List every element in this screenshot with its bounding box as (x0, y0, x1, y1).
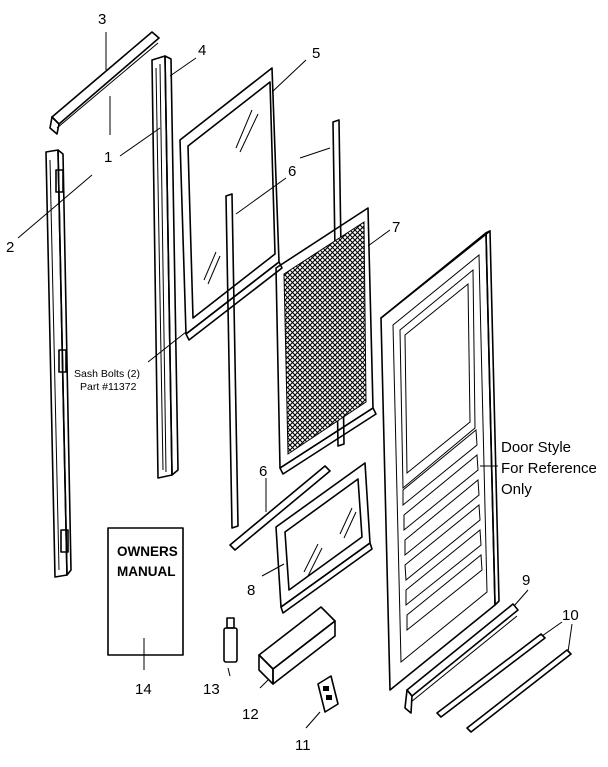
label-13: 13 (203, 681, 220, 698)
label-6-upper: 6 (288, 163, 296, 180)
part-12-box (258, 606, 336, 685)
label-6-lower: 6 (259, 463, 267, 480)
part-4-latch-rail (151, 55, 179, 479)
reference-door-frame (380, 230, 500, 691)
part-9-bottom-expander (404, 603, 519, 714)
part-10-sweep-strips (436, 633, 572, 733)
door-style-note-line2: For Reference (501, 460, 597, 477)
manual-title-line2: MANUAL (117, 564, 176, 579)
part-5-glass-insert (179, 67, 283, 341)
leader-lines (17, 32, 573, 729)
label-5: 5 (312, 45, 320, 62)
sash-bolts-callout-line1: Sash Bolts (2) (74, 368, 140, 380)
door-style-note-line1: Door Style (501, 439, 571, 456)
label-7: 7 (392, 219, 400, 236)
label-11: 11 (295, 737, 311, 754)
door-style-note-line3: Only (501, 481, 532, 498)
label-14: 14 (135, 681, 152, 698)
label-10: 10 (562, 607, 579, 624)
part-8-lower-glass (275, 462, 373, 614)
part-13-lubricant-bottle (223, 617, 238, 663)
part-11-hardware-packet (317, 675, 339, 713)
part-6-expander-diagonal (229, 465, 331, 551)
callout-text: Sash Bolts (2) Part #11372 Door Style Fo… (74, 368, 597, 579)
label-2: 2 (6, 239, 14, 256)
label-4: 4 (198, 42, 206, 59)
part-2-hinge-rail (45, 149, 72, 578)
part-number-labels: 3 1 2 4 5 6 7 6 8 9 10 11 12 13 14 (6, 11, 579, 754)
label-8: 8 (247, 582, 255, 599)
label-3: 3 (98, 11, 106, 28)
label-1: 1 (104, 149, 112, 166)
label-12: 12 (242, 706, 259, 723)
manual-title-line1: OWNERS (117, 544, 178, 559)
part-14-owners-manual (107, 527, 184, 656)
label-9: 9 (522, 572, 530, 589)
part-6-expander-vertical-a (225, 193, 239, 529)
part-3-top-rail (49, 31, 160, 135)
part-7-screen-insert (275, 207, 377, 475)
sash-bolts-callout-line2: Part #11372 (80, 381, 137, 393)
